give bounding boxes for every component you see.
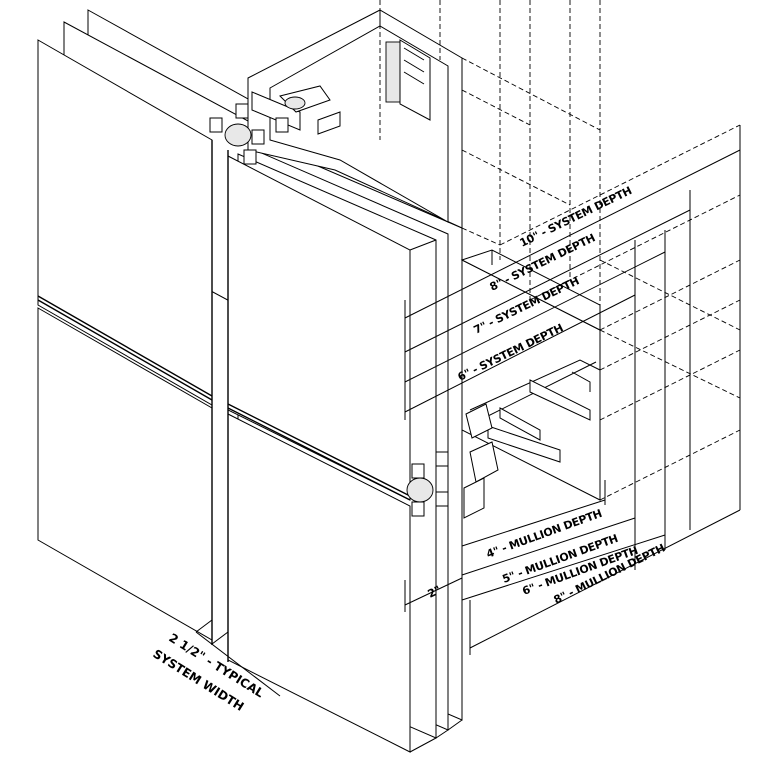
vertical-joint — [211, 140, 229, 662]
right-glass-panels — [227, 141, 463, 753]
mullion-depth-dimension-lines — [404, 480, 741, 655]
label-2in: 2" — [426, 583, 443, 600]
horizontal-joint — [37, 295, 411, 501]
lower-mullion-profile — [406, 249, 601, 519]
top-gasket — [224, 123, 252, 147]
lower-gasket — [406, 477, 434, 503]
dashed-projection-lines — [379, 0, 741, 501]
left-glass-panels — [37, 9, 269, 641]
system-width-dimension — [195, 619, 281, 697]
system-depth-dimension-lines — [404, 125, 741, 570]
top-mullion-profile — [209, 9, 463, 229]
